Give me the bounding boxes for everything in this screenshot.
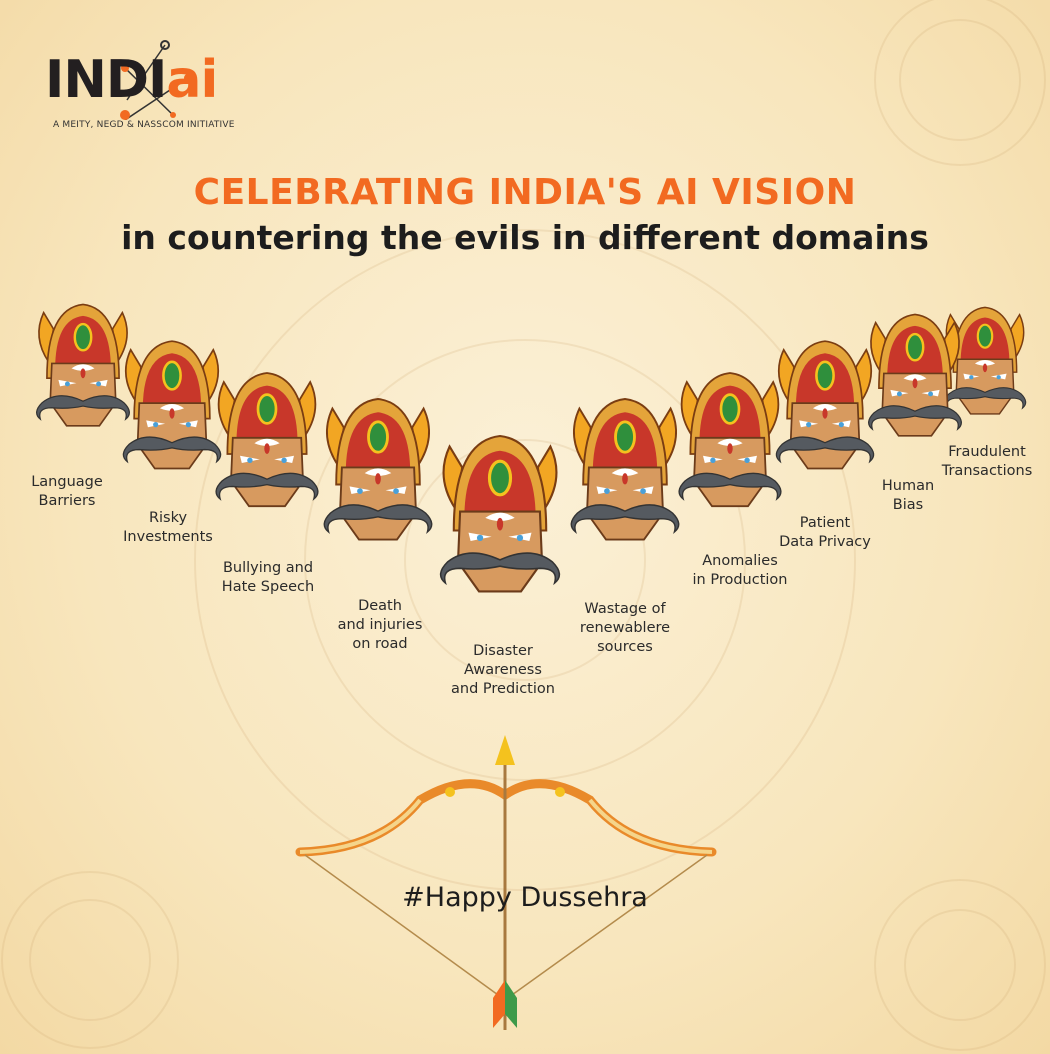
logo-tagline: A MEITY, NEGD & NASSCOM INITIATIVE [53, 120, 235, 130]
evil-label-line: Language [31, 474, 103, 490]
ravana-head [215, 372, 319, 508]
evil-label-line: Hate Speech [221, 579, 315, 595]
ravana-head [775, 340, 875, 470]
arrowhead-icon [495, 735, 515, 765]
evil-label: Death and injuries on road [338, 597, 423, 654]
evil-label: Wastage of renewablere sources [580, 600, 670, 657]
evil-label-line: Awareness [464, 662, 542, 678]
indiaai-logo: INDIai A MEITY, NEGD & NASSCOM INITIATIV… [45, 40, 255, 140]
evil-label-line: Patient [799, 515, 851, 531]
evil-label-line: in Production [692, 572, 788, 588]
ravana-heads [36, 303, 1027, 593]
logo-wordmark: INDIai [45, 50, 218, 110]
ravana-head [323, 398, 433, 541]
evil-label-line: Risky [148, 510, 188, 526]
ravana-head [678, 372, 782, 508]
ravana-head [122, 340, 222, 470]
evil-label-line: Barriers [38, 493, 96, 509]
evil-label-line: Transactions [941, 463, 1033, 479]
evil-label-line: renewablere [579, 620, 671, 636]
evil-label-line: Data Privacy [779, 534, 871, 550]
evil-label-line: Anomalies [702, 553, 778, 569]
evil-label-line: Bullying and [222, 560, 314, 576]
ravana-head [439, 434, 561, 593]
ravana-head [36, 303, 130, 427]
evil-label-line: Wastage of [584, 601, 666, 617]
evil-label-line: Death [358, 598, 402, 614]
bowstring [304, 854, 506, 1001]
evil-label-line: Bias [892, 497, 924, 513]
evil-label-line: and injuries [337, 617, 423, 633]
evil-label: Anomalies in Production [693, 552, 788, 590]
evil-label-line: sources [597, 639, 653, 655]
evil-label-line: Disaster [473, 643, 533, 659]
ravana-head [943, 306, 1027, 415]
ravana-head [570, 398, 680, 541]
happy-dussehra-hashtag: #Happy Dussehra [402, 882, 648, 913]
network-nodes-icon [120, 40, 192, 120]
evil-label-line: Fraudulent [948, 444, 1026, 460]
ravana-head [868, 313, 962, 437]
headline-subtitle: in countering the evils in different dom… [121, 218, 929, 257]
evil-label-line: Investments [123, 529, 213, 545]
evil-label-line: on road [352, 636, 408, 652]
evil-label-line: Human [881, 478, 935, 494]
headline-title: CELEBRATING INDIA'S AI VISION [193, 172, 857, 213]
arrow-fletching-icon [493, 980, 505, 1028]
evil-label-line: and Prediction [451, 681, 555, 697]
